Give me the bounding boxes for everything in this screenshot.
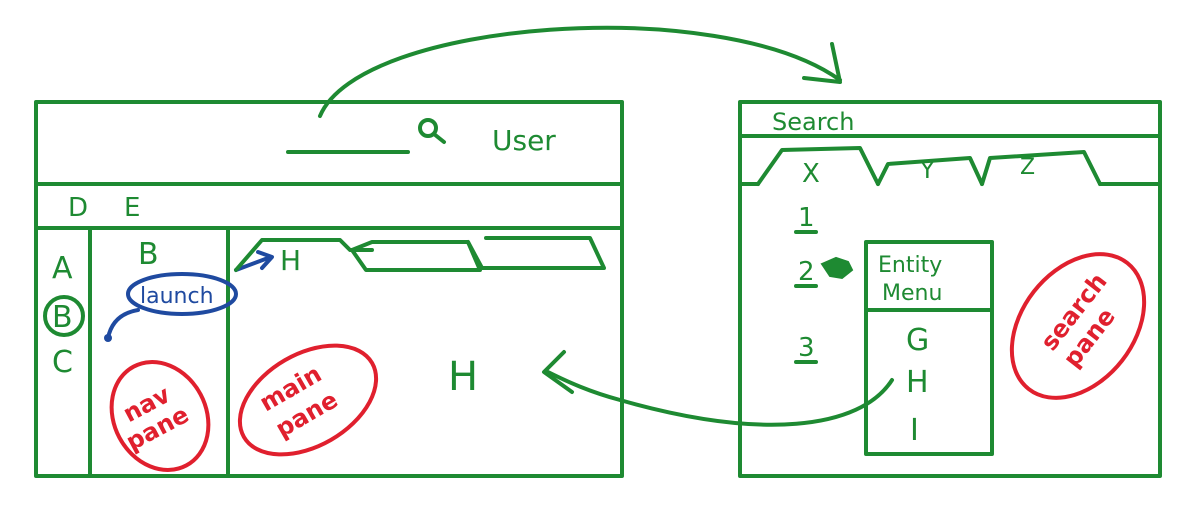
tab-x-label: X	[802, 159, 820, 189]
entity-to-main-curve	[546, 370, 894, 427]
entity-to-main-arrow	[542, 350, 894, 427]
nav-rail-selected-ring	[43, 295, 85, 337]
left-window-frame	[34, 100, 624, 478]
launch-bubble[interactable]	[126, 272, 238, 316]
magnifier-icon[interactable]	[418, 118, 446, 144]
tab-z[interactable]	[980, 150, 1102, 186]
user-label[interactable]: User	[492, 124, 556, 157]
tab-y-label: Y	[919, 156, 935, 184]
launch-arrow-shaft	[234, 256, 270, 272]
entity-menu-frame	[864, 240, 994, 456]
entity-menu-item-h[interactable]: H	[906, 365, 929, 400]
entity-menu-item-i[interactable]: I	[910, 413, 919, 448]
result-item-2[interactable]: 2	[798, 257, 815, 287]
left-window: User D E A B C B launch nav pane	[34, 100, 624, 478]
nav-pane-header: B	[138, 237, 159, 272]
right-window-frame	[738, 100, 1162, 478]
entity-menu-item-g[interactable]: G	[906, 323, 929, 358]
launch-trail	[106, 308, 140, 340]
result-item-1[interactable]: 1	[798, 203, 815, 233]
search-flow-arrowhead	[802, 42, 842, 84]
tab-x[interactable]	[756, 146, 880, 186]
main-tab-2[interactable]	[350, 240, 482, 272]
toolbar-item-d[interactable]: D	[68, 193, 88, 223]
entity-menu-title-line2: Menu	[882, 281, 942, 306]
result-item-3[interactable]: 3	[798, 333, 815, 363]
launch-annotation: launch	[104, 250, 274, 342]
nav-rail-item-b[interactable]: B	[52, 300, 73, 335]
search-flow-arrow	[318, 25, 842, 118]
nav-rail-item-a[interactable]: A	[52, 251, 73, 286]
main-tab-label: H	[280, 244, 301, 277]
nav-pane-annotation: nav pane	[109, 360, 211, 472]
hand-pointer-icon	[820, 256, 854, 280]
search-title: Search	[772, 108, 854, 136]
main-pane-annotation: main pane	[237, 343, 379, 457]
entity-to-main-arrowhead	[542, 350, 574, 394]
tab-y[interactable]	[876, 156, 984, 186]
main-tab-1[interactable]	[234, 238, 374, 272]
nav-rail-item-c[interactable]: C	[52, 345, 73, 380]
right-window: Search X Y Z 1 2 3 Entity Menu G H I	[738, 100, 1162, 478]
tab-z-label: Z	[1020, 155, 1035, 180]
launch-arrow-head	[256, 250, 274, 270]
entity-menu[interactable]: Entity Menu G H I	[864, 240, 994, 456]
launch-origin-dot	[104, 334, 112, 342]
search-pane-annotation: search pane	[1009, 252, 1147, 400]
launch-label: launch	[140, 284, 214, 309]
toolbar-item-e[interactable]: E	[124, 193, 140, 223]
main-pane-content: H	[448, 354, 478, 400]
entity-menu-title-line1: Entity	[878, 253, 942, 278]
search-flow-curve	[318, 25, 842, 118]
main-tab-3[interactable]	[466, 236, 606, 270]
